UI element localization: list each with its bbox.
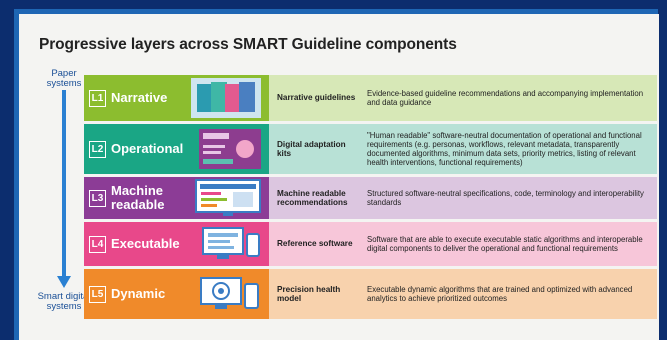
component-name: Machine readable recommendations <box>269 177 359 219</box>
layer-badge: L5 <box>89 285 106 303</box>
component-description: Evidence-based guideline recommendations… <box>359 75 657 121</box>
component-description: Executable dynamic algorithms that are t… <box>359 269 657 319</box>
component-name: Narrative guidelines <box>269 75 359 121</box>
layer-name: Narrative <box>111 90 168 105</box>
layer-row-l1: L1 Narrative Narrative guidelines Eviden… <box>84 75 657 121</box>
smart-digital-systems-label: Smart digital systems <box>37 291 91 312</box>
layer-badge: L3 <box>89 189 106 207</box>
layer-badge: L2 <box>89 140 106 158</box>
component-description: "Human readable" software-neutral docume… <box>359 124 657 174</box>
guideline-documents-icon <box>191 78 261 118</box>
layer-name: Dynamic <box>111 286 166 301</box>
paper-systems-label: Paper systems <box>46 68 82 89</box>
component-name: Reference software <box>269 222 359 266</box>
layer-name: Operational <box>111 141 184 156</box>
layer-level-l4: L4 Executable <box>84 222 269 266</box>
progression-arrow: Paper systems Smart digital systems <box>36 64 92 330</box>
layer-name: Executable <box>111 236 180 251</box>
down-arrow-icon <box>36 64 92 330</box>
component-description: Software that are able to execute execut… <box>359 222 657 266</box>
layer-badge: L1 <box>89 89 106 107</box>
layer-badge: L4 <box>89 235 106 253</box>
computer-monitor-icon <box>195 179 261 216</box>
analytics-devices-icon <box>200 277 259 309</box>
layer-row-l4: L4 Executable Reference software Softwar… <box>84 222 657 266</box>
software-devices-icon <box>202 227 260 259</box>
diagram-title: Progressive layers across SMART Guidelin… <box>39 36 457 53</box>
component-name: Precision health model <box>269 269 359 319</box>
component-name: Digital adaptation kits <box>269 124 359 174</box>
layer-level-l3: L3 Machine readable <box>84 177 269 219</box>
layer-level-l2: L2 Operational <box>84 124 269 174</box>
layer-row-l5: L5 Dynamic Precision health model Execut… <box>84 269 657 319</box>
layer-row-l3: L3 Machine readable Machine readable rec… <box>84 177 657 219</box>
layer-row-l2: L2 Operational Digital adaptation kits "… <box>84 124 657 174</box>
component-description: Structured software-neutral specificatio… <box>359 177 657 219</box>
layer-level-l1: L1 Narrative <box>84 75 269 121</box>
layer-level-l5: L5 Dynamic <box>84 269 269 319</box>
adaptation-kit-icon <box>199 129 261 169</box>
layer-name: Machine readable <box>111 183 165 212</box>
